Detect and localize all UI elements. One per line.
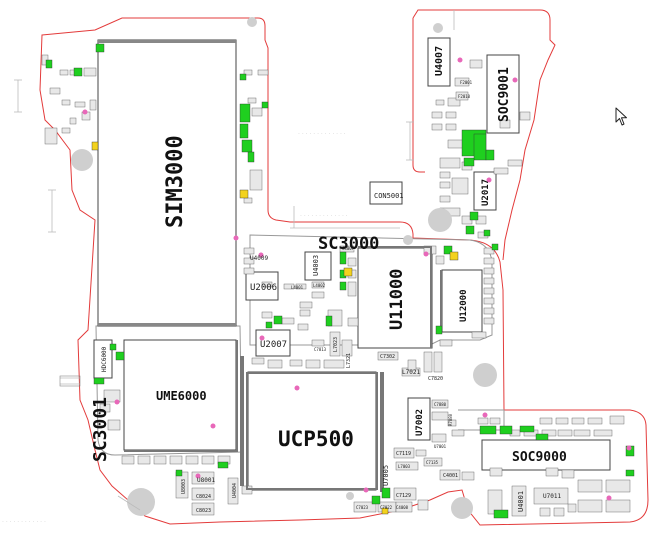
label-u11000: U11000 [387,269,407,330]
label-u8003: U8003 [181,479,187,494]
hole-top-left [71,149,93,171]
label-u4007: U4007 [434,46,445,76]
label-u7005: U7005 [382,465,390,486]
ghost-text: · · · · · · · · · · · · · · · · · · · · … [2,131,348,526]
label-l7023: L7023 [333,337,339,352]
label-soc9001: SOC9001 [497,67,512,122]
svg-text:· · · · · · · · · · · · ·: · · · · · · · · · · · · · [298,131,346,138]
label-con5001: CON5001 [374,192,404,200]
green-pads [45,43,635,519]
label-c7135: C7135 [426,460,439,465]
label-u7001: U7001 [434,444,447,449]
u4007-chip [427,37,451,87]
label-u2006: U2006 [250,283,277,293]
label-sc3001: SC3001 [90,397,111,462]
label-l7021: L7021 [402,369,420,376]
svg-text:· · · · · · · · · · · · ·: · · · · · · · · · · · · · [300,213,348,220]
edge-marker [59,375,81,387]
label-c7023: C7023 [356,505,369,510]
label-u2017: U2017 [481,179,491,206]
label-c8024: C8024 [196,494,211,500]
label-u12000: U12000 [459,289,469,322]
label-sc3000: SC3000 [318,234,379,254]
label-l4002: L4002 [313,283,326,288]
label-ucp500: UCP500 [278,427,354,451]
label-u8001: U8001 [197,477,215,484]
main-board-outline [39,17,649,526]
inner-outline-2 [95,325,243,456]
label-c7302: C7302 [380,354,395,360]
hole-small-c [346,492,354,500]
svg-text:· · · · · · · · · · · ·: · · · · · · · · · · · · [2,519,46,526]
label-u7002: U7002 [415,409,425,436]
mounting-holes [71,17,497,519]
label-l7003: L7003 [398,464,411,469]
label-soc9000: SOC9000 [512,450,567,465]
u2007-chip [255,329,291,357]
label-u7011: U7011 [543,493,561,500]
label-c7129: C7129 [396,493,411,499]
label-u4003: U4003 [312,255,320,276]
label-c7022: C7022 [380,505,393,510]
sim3000-pins [98,40,236,326]
board-outline [39,9,649,526]
label-ume6000: UME6000 [156,389,207,403]
sim3000-chip [97,39,237,327]
label-c8023: C8023 [196,508,211,514]
label-sim3000: SIM3000 [163,135,188,228]
right-board-outline [412,9,556,261]
hole-mid-right [473,363,497,387]
inner-outline [249,234,493,346]
label-l4001: L4001 [291,285,304,290]
mouse-cursor-icon [615,107,627,126]
label-c7813: C7813 [314,347,327,352]
label-u4001: U4001 [517,491,525,512]
con5001-chip [369,181,403,205]
yellow-pads [91,141,459,515]
hole-right-top [428,208,452,232]
pink-markers [82,57,632,501]
soc9000-chip [481,439,611,471]
u11000-chip [357,247,433,349]
pin-rows [124,246,442,492]
label-u4009: U4009 [250,255,268,262]
label-c7880: C7880 [434,402,447,407]
label-c7820: C7820 [428,376,443,382]
u7002-chip [407,397,431,441]
label-c4007: C4007 [342,246,355,251]
u4003-chip [304,251,332,281]
right-board-edge [412,18,425,173]
label-f2010: F2010 [458,94,471,99]
hole-small-b [403,235,413,245]
label-u4004: U4004 [232,483,238,498]
ucp500-chip [247,371,377,491]
label-c4008: C4008 [396,505,409,510]
hole-top-right [433,23,443,33]
label-u2007: U2007 [260,340,287,350]
traces [14,10,455,511]
hole-small-a [247,17,257,27]
ume6000-chip [123,339,237,451]
label-l7321: L7321 [346,353,352,368]
label-c4001: C4001 [443,473,458,479]
label-r7880: R7880 [448,413,453,426]
large-components [93,37,611,491]
label-c7119: C7119 [396,451,411,457]
hole-bottom-mid [451,497,473,519]
label-f2001: F2001 [460,80,473,85]
hole-bottom-left [127,488,155,516]
label-hdc6000: HDC6000 [101,346,108,372]
